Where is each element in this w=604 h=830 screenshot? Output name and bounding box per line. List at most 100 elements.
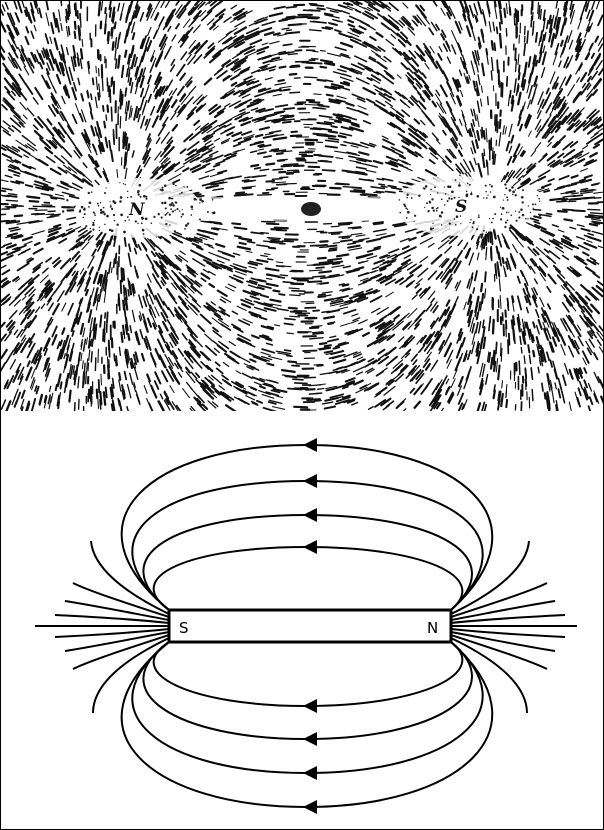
filing-stroke — [282, 166, 292, 167]
filing-dot — [512, 190, 515, 193]
filing-stroke — [318, 258, 326, 259]
filing-dot — [508, 212, 509, 213]
filing-stroke — [287, 30, 292, 31]
filing-stroke — [130, 78, 131, 85]
filing-stroke — [477, 313, 478, 319]
filing-stroke — [505, 310, 506, 316]
filing-dot — [66, 199, 68, 201]
filing-stroke — [500, 23, 501, 30]
filing-dot — [437, 192, 439, 194]
filing-dot — [476, 195, 479, 198]
filing-stroke — [123, 132, 124, 142]
filing-dot — [429, 201, 431, 203]
filing-stroke — [562, 199, 568, 200]
filing-dot — [164, 201, 167, 204]
filing-dot — [491, 222, 493, 224]
filing-stroke — [7, 196, 17, 197]
filing-stroke — [107, 312, 108, 323]
filing-dot — [414, 215, 416, 217]
filing-dot — [138, 193, 140, 195]
filing-stroke — [232, 223, 240, 224]
filing-stroke — [549, 16, 550, 24]
filing-dot — [88, 206, 90, 208]
diagram-label-north: N — [427, 619, 438, 637]
filing-dot — [512, 194, 514, 196]
filing-stroke — [542, 383, 543, 391]
lower-loop-4 — [122, 642, 493, 807]
filing-stroke — [292, 366, 299, 367]
filing-dot — [151, 222, 153, 224]
filing-dot — [515, 189, 516, 190]
filing-dot — [424, 207, 425, 208]
filing-stroke — [533, 351, 534, 356]
filing-dot — [111, 208, 113, 210]
filing-stroke — [545, 393, 546, 398]
filing-stroke — [277, 184, 287, 185]
filing-stroke — [519, 73, 520, 80]
filing-stroke — [492, 148, 493, 159]
lower-loop-1 — [154, 642, 463, 706]
filing-stroke — [538, 367, 539, 373]
filing-stroke — [275, 228, 288, 229]
filing-stroke — [128, 101, 129, 110]
filing-stroke — [98, 93, 99, 100]
filing-stroke — [510, 8, 511, 15]
filing-stroke — [279, 294, 284, 295]
filing-dot — [537, 195, 538, 196]
filing-stroke — [313, 134, 326, 135]
filing-stroke — [2, 221, 9, 222]
filing-stroke — [113, 42, 114, 50]
filing-dot — [116, 223, 118, 225]
filing-dot — [92, 222, 94, 224]
upper-loop-3 — [143, 515, 472, 610]
filing-stroke — [69, 27, 70, 35]
filing-dot — [455, 179, 457, 181]
filing-stroke — [497, 27, 498, 33]
filing-stroke — [15, 216, 22, 217]
filing-stroke — [533, 210, 540, 211]
filing-stroke — [111, 267, 112, 272]
filing-dot — [522, 214, 525, 217]
filing-stroke — [91, 339, 92, 345]
filing-dot — [399, 212, 401, 214]
filing-stroke — [539, 6, 540, 19]
filing-dot — [79, 209, 81, 211]
diagram-label-south: S — [179, 619, 189, 637]
filing-dot — [528, 205, 529, 206]
filing-stroke — [506, 391, 507, 397]
filing-stroke — [532, 390, 533, 401]
filing-stroke — [125, 137, 126, 143]
filing-dot — [127, 197, 129, 199]
filing-stroke — [287, 356, 292, 357]
filing-stroke — [323, 170, 335, 171]
filing-stroke — [307, 399, 320, 400]
filing-stroke — [564, 219, 572, 220]
filing-dot — [539, 214, 542, 217]
filing-dot — [432, 223, 433, 224]
filing-stroke — [106, 115, 107, 120]
filing-dot — [413, 221, 414, 222]
filing-dot — [521, 196, 524, 199]
filing-dot — [454, 218, 456, 220]
filing-dot — [471, 192, 472, 193]
filing-stroke — [47, 217, 53, 218]
filing-stroke — [285, 319, 295, 320]
filing-stroke — [320, 51, 325, 52]
filing-stroke — [289, 308, 297, 309]
filing-dot — [478, 216, 480, 218]
filing-stroke — [330, 188, 341, 189]
filing-stroke — [103, 106, 104, 111]
filing-dot — [92, 229, 94, 231]
filing-dot — [431, 207, 434, 210]
filing-dot — [165, 207, 167, 209]
filing-stroke — [116, 59, 117, 68]
filing-dot — [84, 213, 86, 215]
filing-stroke — [510, 91, 511, 98]
filing-stroke — [501, 348, 502, 361]
filing-stroke — [251, 165, 258, 166]
arrow-upper-3 — [303, 508, 317, 522]
filing-stroke — [376, 191, 384, 192]
filing-dot — [137, 223, 139, 225]
filing-dot — [191, 208, 193, 210]
